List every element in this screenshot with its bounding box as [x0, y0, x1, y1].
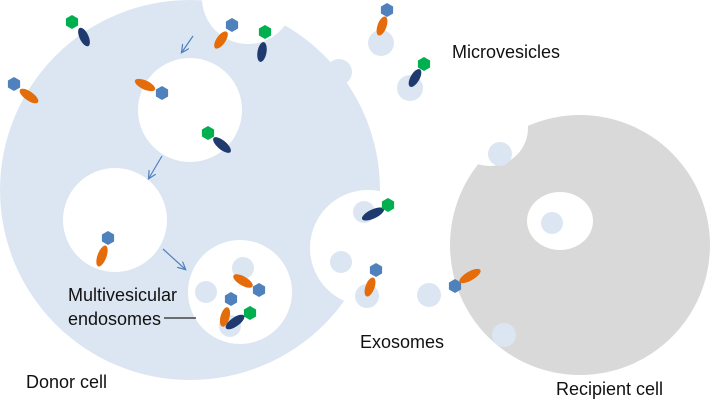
intraluminal-vesicle	[232, 257, 254, 279]
receptor-ligand-complex	[201, 126, 231, 153]
exosome-in-pocket	[330, 251, 352, 273]
receptor-ligand-complex	[225, 306, 257, 330]
exosome	[417, 283, 441, 307]
receptor-ligand-complex	[219, 292, 238, 327]
receptor-ligand-complex	[233, 274, 266, 297]
receptor-ligand-complex	[361, 198, 395, 221]
endosome-upper	[138, 58, 242, 162]
label-multivesicular: Multivesicular	[68, 285, 177, 305]
receptor-ligand-complex	[7, 77, 39, 104]
label-endosomes: endosomes	[68, 309, 161, 329]
receptor-ligand-complex	[408, 57, 431, 87]
receptor-ligand-complex	[448, 268, 481, 293]
arrow-icon	[182, 35, 194, 52]
recipient-endosome-vesicle	[541, 212, 563, 234]
receptor-ligand-complex	[134, 78, 169, 100]
receptor-ligand-complex	[364, 263, 383, 297]
multivesicular-endosome	[188, 240, 292, 344]
arrow-icon	[149, 155, 163, 178]
intraluminal-vesicle	[195, 281, 217, 303]
label-exosomes: Exosomes	[360, 332, 444, 352]
receptor-ligand-complex	[257, 25, 272, 62]
recipient-surface-vesicle	[492, 323, 516, 347]
receptor-ligand-complex	[214, 18, 239, 49]
fusing-endosome	[310, 190, 426, 306]
label-microvesicles: Microvesicles	[452, 42, 560, 62]
receptor-ligand-complex	[376, 3, 394, 36]
receptor-ligand-complex	[96, 231, 115, 267]
membrane-bud	[326, 59, 352, 85]
donor-cell	[0, 0, 380, 380]
label-recipient-cell: Recipient cell	[556, 379, 663, 399]
arrow-icon	[162, 248, 185, 269]
endosome-middle	[63, 168, 167, 272]
endocytosed-vesicle	[488, 142, 512, 166]
receptor-ligand-complex	[65, 15, 90, 47]
recipient-cell	[450, 115, 710, 375]
label-donor-cell: Donor cell	[26, 372, 107, 392]
microvesicle	[368, 30, 394, 56]
